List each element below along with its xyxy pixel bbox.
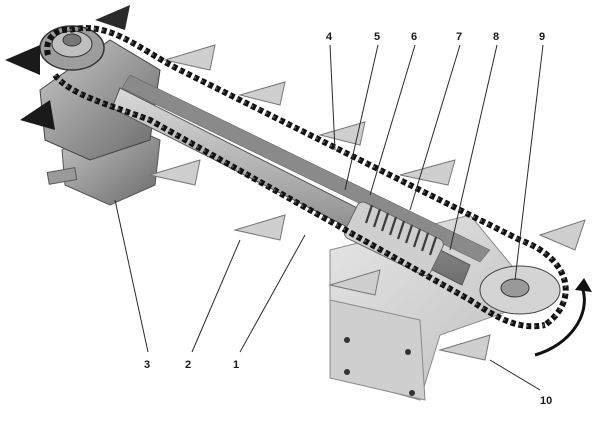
paddles (148, 44, 586, 361)
tail-sprocket (479, 265, 561, 315)
label-3: 3 (144, 359, 150, 371)
part-labels: 3 2 1 4 5 6 7 8 9 10 (144, 31, 552, 407)
rotation-arrow-icon (534, 278, 592, 357)
tension-spring (343, 201, 444, 277)
chain-links (54, 27, 567, 328)
label-5: 5 (374, 31, 380, 43)
mounting-plate (329, 214, 541, 401)
dark-paddles (5, 5, 130, 130)
label-6: 6 (411, 31, 417, 43)
leader-lines (114, 44, 544, 391)
label-10: 10 (540, 395, 552, 407)
label-8: 8 (493, 31, 499, 43)
label-1: 1 (233, 359, 239, 371)
label-4: 4 (326, 31, 333, 43)
label-2: 2 (185, 359, 191, 371)
label-7: 7 (456, 31, 462, 43)
label-9: 9 (539, 31, 545, 43)
